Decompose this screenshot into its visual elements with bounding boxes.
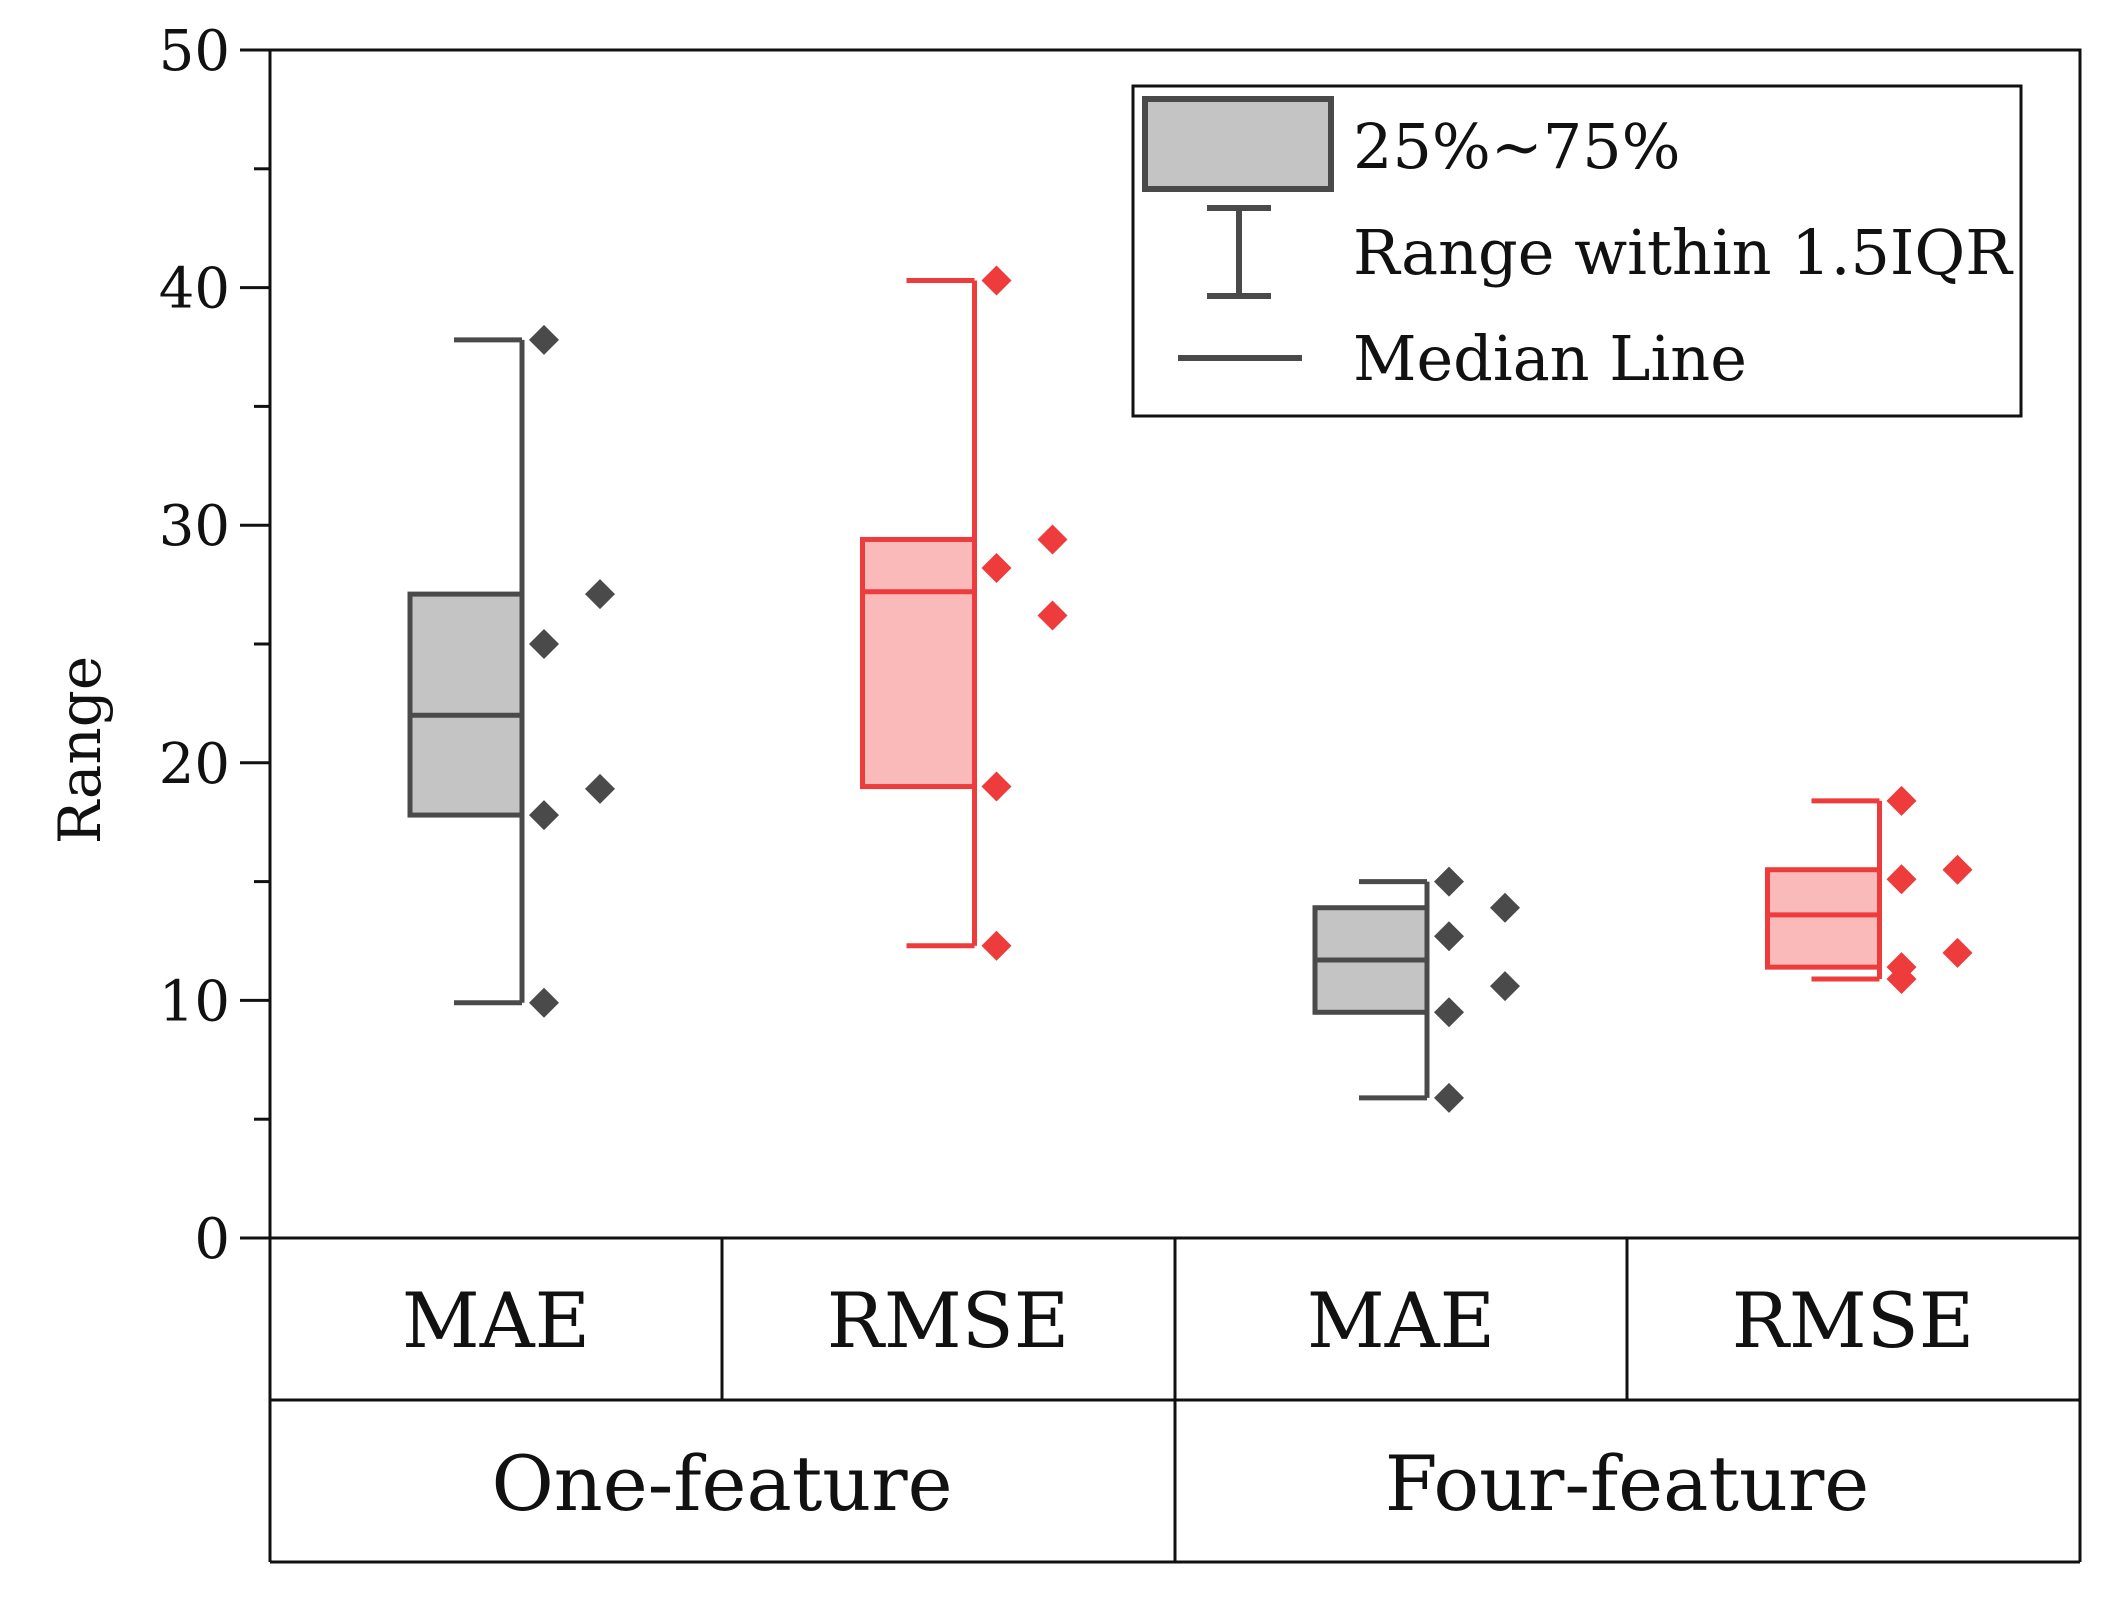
legend-whisker-swatch [1207,205,1271,299]
data-point [981,552,1012,583]
data-point [1490,892,1520,923]
group-label-four-feature: Four-feature [1385,1439,1870,1528]
y-axis-label: Range [46,656,114,844]
data-point [1490,971,1520,1002]
data-point [1434,997,1464,1028]
legend-box-label: 25%~75% [1353,110,1681,183]
iqr-box [1765,867,1882,970]
data-point [981,265,1012,296]
y-tick-label: 0 [194,1207,230,1272]
iqr-box [407,591,525,818]
category-label-mae-four: MAE [1307,1276,1495,1365]
box-mae-one-feature [407,324,615,1018]
box-mae-four-feature [1312,866,1520,1113]
data-point [1434,921,1464,952]
data-point [585,773,615,804]
y-tick-label: 50 [159,19,230,84]
data-point [529,800,559,831]
category-table [268,1236,2082,1564]
data-point [585,579,615,610]
data-point [1434,1082,1464,1113]
data-point [529,987,559,1018]
data-point [1037,524,1068,555]
category-label-rmse-one: RMSE [827,1276,1070,1365]
data-point [1037,600,1068,631]
data-point [1434,866,1464,897]
box-rmse-four-feature [1765,785,1973,995]
data-point [529,629,559,659]
y-tick-label: 30 [159,494,230,559]
data-point [981,930,1012,961]
y-tick-label: 20 [159,732,230,797]
legend-box-swatch [1142,96,1334,192]
data-point [981,771,1012,802]
data-point [1942,937,1973,968]
y-tick-label: 10 [159,969,230,1034]
data-point [1886,785,1917,816]
legend: 25%~75% Range within 1.5IQR Median Line [1131,84,2023,418]
y-tick-label: 40 [159,257,230,322]
boxes-layer [407,265,1973,1113]
data-point [1886,964,1917,995]
data-point [1886,864,1917,895]
data-point [1942,854,1973,885]
category-label-mae-one: MAE [402,1276,590,1365]
group-label-one-feature: One-feature [491,1439,952,1528]
legend-median-label: Median Line [1353,322,1747,395]
legend-whisker-label: Range within 1.5IQR [1353,216,2014,289]
data-point [529,324,559,355]
category-label-rmse-four: RMSE [1732,1276,1975,1365]
y-axis: 0 10 20 30 40 50 [159,19,270,1272]
iqr-box [860,536,977,790]
box-rmse-one-feature [860,265,1068,961]
